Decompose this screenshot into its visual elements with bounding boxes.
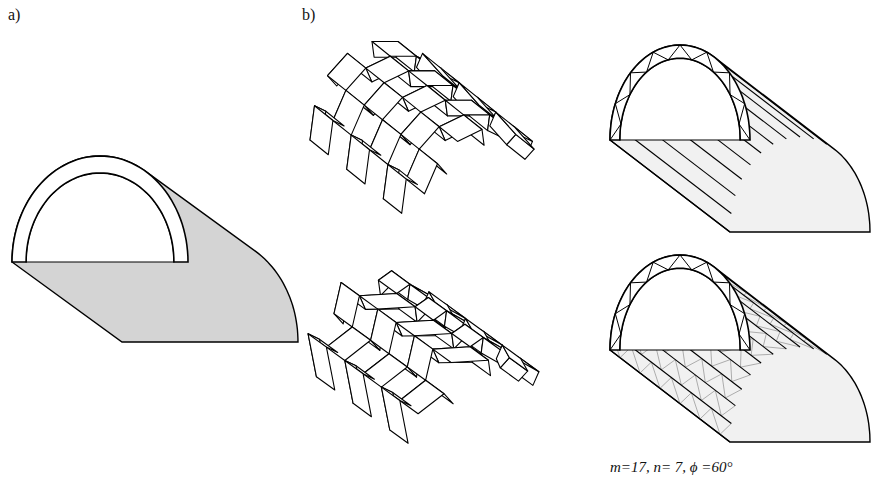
panel-letter: a) <box>8 6 20 24</box>
fold-panel <box>308 334 335 390</box>
fold-panel <box>328 53 366 90</box>
ridge-line <box>610 140 730 232</box>
vault-front-ring <box>610 45 750 140</box>
fold-panel <box>445 100 489 115</box>
vault-front-ring <box>610 255 750 350</box>
fold-panel <box>345 361 372 417</box>
fold-panel <box>364 83 402 120</box>
fold-panel <box>372 42 416 57</box>
faint-fold-line <box>702 359 722 383</box>
vault-surface <box>12 156 298 342</box>
folded-vault-exploded-herringbone <box>308 271 539 444</box>
fold-panel <box>370 120 401 165</box>
faint-fold-line <box>731 359 751 381</box>
faint-fold-line <box>751 339 773 355</box>
folded-vault-triangulated <box>610 255 870 442</box>
folded-vault <box>610 45 870 232</box>
fold-panel <box>502 345 527 371</box>
fold-panel <box>333 90 364 135</box>
parameter-note: m=17, n= 7, ϕ =60° <box>610 459 732 476</box>
fold-panel <box>326 327 370 361</box>
vault-surface <box>610 255 870 442</box>
fold-panel <box>381 387 408 443</box>
fold-zigzag <box>610 45 750 140</box>
fold-panel <box>409 71 453 86</box>
vault-surface <box>610 45 870 232</box>
fold-panel <box>452 324 484 347</box>
fold-panel <box>366 56 409 82</box>
panel-letter: b) <box>302 6 315 24</box>
fold-panel <box>383 165 406 214</box>
label-slot: b) <box>302 6 315 24</box>
fold-panel <box>396 320 452 336</box>
fold-panel <box>334 283 359 328</box>
fold-panel <box>406 149 437 194</box>
barrel-vault <box>12 156 298 342</box>
fold-panel <box>401 112 439 149</box>
fold-panel <box>310 106 333 155</box>
folded-vault-exploded <box>310 42 534 214</box>
fold-zigzag <box>610 255 750 350</box>
vault-front-ring <box>12 156 188 262</box>
fold-panel <box>439 115 482 141</box>
fold-panel <box>433 347 489 363</box>
fold-panel <box>378 271 410 294</box>
fold-panel <box>415 298 447 321</box>
faint-fold-line <box>722 374 742 398</box>
ridge-line <box>610 350 730 442</box>
fold-panel <box>347 135 370 184</box>
fold-panel <box>363 354 407 387</box>
fold-panel <box>496 112 534 149</box>
fold-panel <box>359 294 415 310</box>
fold-panel <box>400 380 444 414</box>
fold-panel <box>403 86 446 113</box>
label-slot: a) <box>8 6 20 24</box>
label-slot: m=17, n= 7, ϕ =60° <box>610 459 732 476</box>
